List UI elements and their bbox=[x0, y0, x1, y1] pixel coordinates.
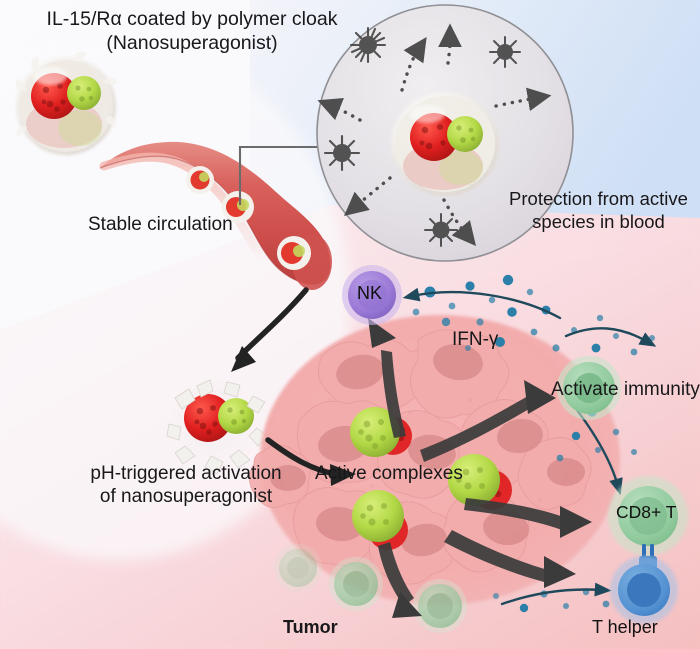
arrow-to-complexes bbox=[265, 437, 356, 486]
label-ph-activation: pH-triggered activation of nanosuperagon… bbox=[90, 463, 282, 508]
label-nk: NK bbox=[357, 283, 383, 303]
repulsion-arrow bbox=[317, 23, 552, 247]
nanoparticle-cloaked-large bbox=[15, 51, 117, 155]
label-activate-immunity: Activate immunity bbox=[551, 379, 700, 400]
title-nanosuperagonist: IL-15/Rα coated by polymer cloak (Nanosu… bbox=[46, 8, 338, 54]
label-stable-circulation: Stable circulation bbox=[88, 214, 233, 235]
t-helper-cell bbox=[610, 556, 678, 624]
tumor-resident-immune-cell bbox=[274, 544, 467, 633]
inset-leader-line bbox=[238, 145, 348, 205]
label-t-helper: T helper bbox=[592, 617, 658, 637]
cloak-fragment bbox=[166, 379, 269, 475]
vessel-nanoparticle bbox=[277, 236, 311, 270]
activate-immunity-cell bbox=[557, 356, 621, 420]
arrow-extravasation bbox=[231, 287, 309, 372]
label-active-complexes: Active complexes bbox=[315, 463, 463, 484]
vessel-nanoparticle bbox=[186, 166, 214, 194]
cd8-t-cell bbox=[608, 476, 688, 569]
blood-vessel bbox=[99, 141, 332, 290]
active-species-particle bbox=[323, 26, 521, 247]
label-ifn-gamma: IFN-γ bbox=[452, 329, 499, 350]
activation-arrows bbox=[368, 318, 592, 618]
label-protection: Protection from active species in blood bbox=[509, 188, 688, 232]
inset-protection-circle bbox=[316, 4, 574, 262]
vessel-nanoparticle bbox=[222, 191, 254, 223]
label-cd8-t: CD8+ T bbox=[616, 502, 677, 522]
ifn-gamma-dots bbox=[412, 274, 655, 613]
nk-cell bbox=[342, 265, 402, 325]
label-tumor: Tumor bbox=[283, 617, 338, 637]
nanoparticle-activated bbox=[166, 379, 269, 475]
